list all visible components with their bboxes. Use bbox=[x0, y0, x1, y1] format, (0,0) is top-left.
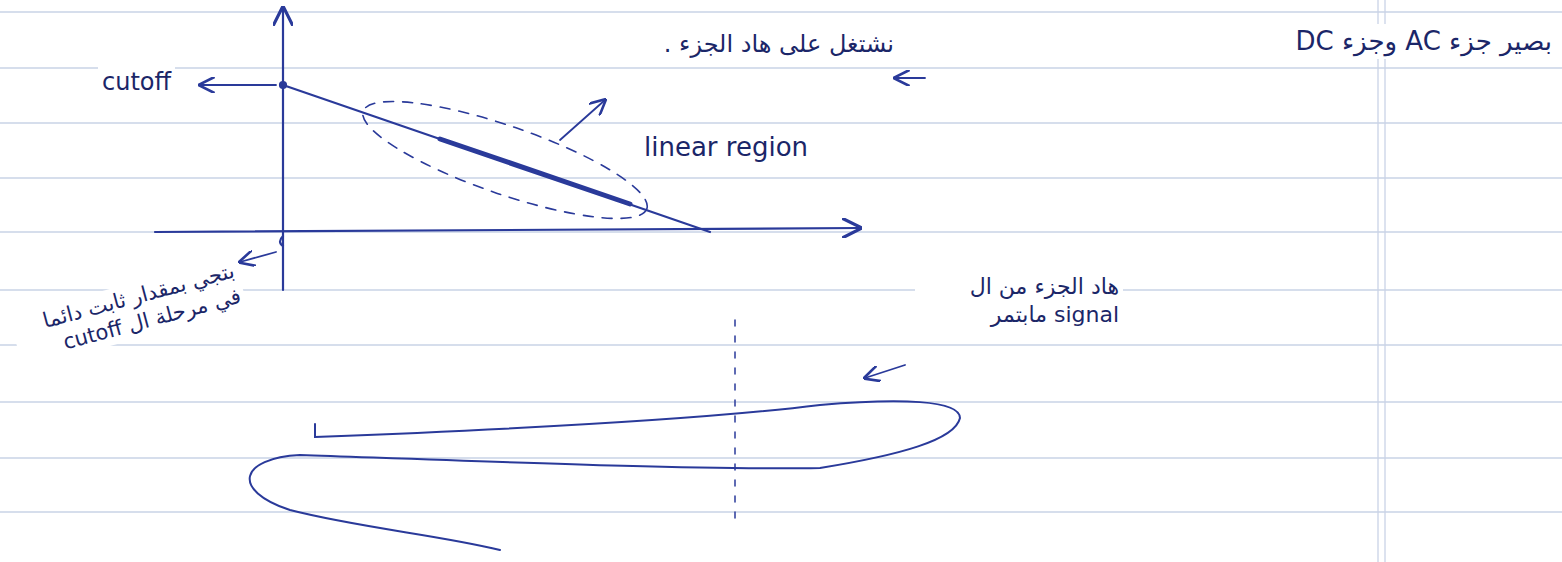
note-text: نشتغل على هاد الجزء . bbox=[640, 28, 898, 60]
note-text: بتجي بمقدار ثابت دائما في مرحلة ال cutof… bbox=[9, 256, 248, 369]
clipped-signal bbox=[250, 401, 960, 550]
region-label: linear region bbox=[640, 130, 812, 165]
leader-arrow bbox=[895, 77, 925, 79]
axis-mark bbox=[280, 236, 283, 246]
linear-segment bbox=[440, 139, 630, 204]
y-axis bbox=[282, 8, 284, 290]
axis-label: cutoff bbox=[98, 66, 175, 98]
leader-arrow bbox=[200, 84, 276, 86]
dashed-region bbox=[352, 79, 658, 241]
leader-arrow bbox=[560, 100, 605, 140]
note-text: بصير جزء AC وجزء DC bbox=[988, 24, 1556, 59]
center-line bbox=[734, 320, 736, 525]
leader-arrow bbox=[240, 252, 276, 262]
note-text: هاد الجزء من ال signal مابتمر bbox=[915, 272, 1123, 329]
leader-arrow bbox=[865, 365, 905, 378]
x-axis bbox=[155, 228, 860, 232]
